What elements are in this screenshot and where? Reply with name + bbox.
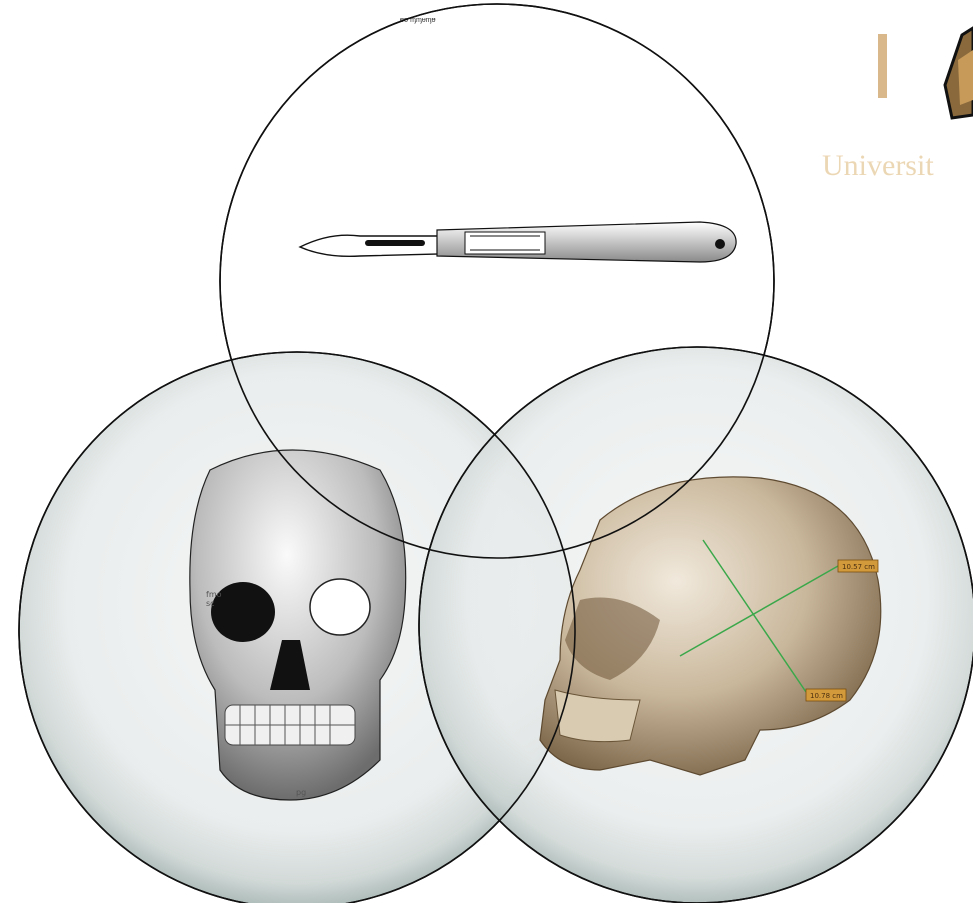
measure-text-2: 10.78 cm bbox=[810, 692, 843, 700]
skull-label-sc: sc bbox=[206, 599, 215, 608]
skull-label-fmo: fmo bbox=[206, 590, 222, 599]
logo-bar bbox=[878, 34, 887, 98]
logo-wordmark: Universit bbox=[822, 149, 934, 182]
measure-text-1: 10.57 cm bbox=[842, 563, 875, 571]
logo-emblem-icon bbox=[945, 28, 973, 118]
university-logo: Universit bbox=[822, 28, 973, 182]
skull-label-pg: pg bbox=[296, 788, 306, 797]
frontal-skull-icon: fmo sc pg bbox=[190, 450, 406, 800]
circle-right-ct-skull: 10.57 cm 10.78 cm bbox=[419, 347, 973, 903]
